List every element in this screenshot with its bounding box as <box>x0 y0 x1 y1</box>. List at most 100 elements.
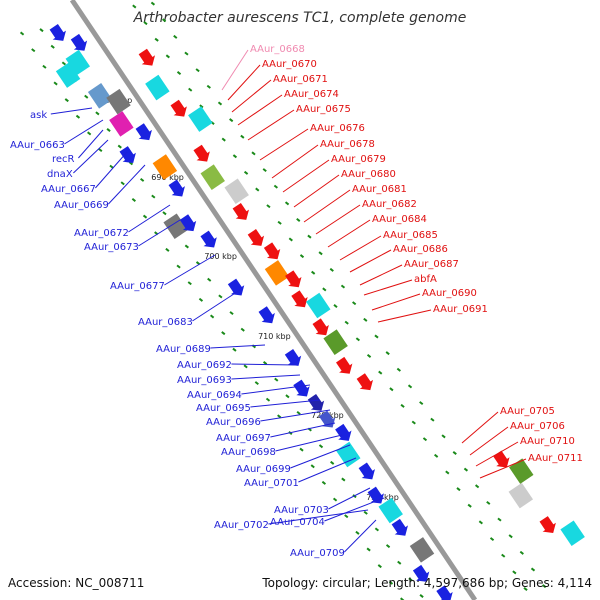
gene-arrow[interactable] <box>354 372 377 395</box>
gene-box[interactable] <box>163 213 188 240</box>
gene-box[interactable] <box>145 74 170 101</box>
gene-arrow[interactable] <box>316 409 339 432</box>
gene-arrow[interactable] <box>133 122 156 145</box>
gene-label-aaur_0692[interactable]: AAur_0692 <box>177 360 232 371</box>
gene-label-aaur_0683[interactable]: AAur_0683 <box>138 317 193 328</box>
gene-label-aaur_0697[interactable]: AAur_0697 <box>216 433 271 444</box>
gene-arrow[interactable] <box>47 22 70 45</box>
gene-box[interactable] <box>109 111 134 137</box>
gene-label-dnax[interactable]: dnaX <box>47 169 73 180</box>
track-dot <box>318 251 323 256</box>
gene-label-aaur_0706[interactable]: AAur_0706 <box>510 421 565 432</box>
gene-arrow[interactable] <box>282 347 305 370</box>
gene-label-aaur_0686[interactable]: AAur_0686 <box>393 244 448 255</box>
gene-arrow[interactable] <box>283 269 306 292</box>
gene-label-aaur_0663[interactable]: AAur_0663 <box>10 140 65 151</box>
gene-arrow[interactable] <box>256 305 279 328</box>
gene-label-aaur_0676[interactable]: AAur_0676 <box>310 123 365 134</box>
gene-arrow[interactable] <box>168 98 191 121</box>
gene-label-aaur_0703[interactable]: AAur_0703 <box>274 505 329 516</box>
gene-box[interactable] <box>87 83 113 109</box>
gene-box[interactable] <box>188 106 213 132</box>
gene-label-aaur_0694[interactable]: AAur_0694 <box>187 390 242 401</box>
gene-label-aaur_0695[interactable]: AAur_0695 <box>196 403 251 414</box>
gene-label-aaur_0673[interactable]: AAur_0673 <box>84 242 139 253</box>
gene-arrow[interactable] <box>191 143 214 166</box>
gene-label-aaur_0669[interactable]: AAur_0669 <box>54 200 109 211</box>
gene-label-aaur_0667[interactable]: AAur_0667 <box>41 184 96 195</box>
gene-label-aaur_0682[interactable]: AAur_0682 <box>362 199 417 210</box>
gene-label-aaur_0668[interactable]: AAur_0668 <box>250 44 305 55</box>
gene-arrow[interactable] <box>434 584 457 600</box>
gene-label-aaur_0698[interactable]: AAur_0698 <box>221 447 276 458</box>
gene-label-aaur_0674[interactable]: AAur_0674 <box>284 89 339 100</box>
gene-label-aaur_0701[interactable]: AAur_0701 <box>244 478 299 489</box>
gene-box[interactable] <box>378 497 403 524</box>
gene-arrow[interactable] <box>261 241 284 264</box>
gene-arrow[interactable] <box>117 144 140 167</box>
gene-label-aaur_0696[interactable]: AAur_0696 <box>206 417 261 428</box>
gene-arrow[interactable] <box>491 449 514 472</box>
gene-label-abfa[interactable]: abfA <box>414 274 437 285</box>
gene-box[interactable] <box>264 260 290 286</box>
gene-label-aaur_0687[interactable]: AAur_0687 <box>404 259 459 270</box>
gene-box[interactable] <box>508 482 534 509</box>
gene-box[interactable] <box>200 164 225 190</box>
gene-label-aaur_0670[interactable]: AAur_0670 <box>262 59 317 70</box>
gene-arrow[interactable] <box>177 213 200 236</box>
gene-arrow[interactable] <box>356 461 379 484</box>
gene-label-aaur_0677[interactable]: AAur_0677 <box>110 281 165 292</box>
gene-label-aaur_0684[interactable]: AAur_0684 <box>372 214 427 225</box>
gene-arrow[interactable] <box>166 178 189 201</box>
gene-label-aaur_0691[interactable]: AAur_0691 <box>433 304 488 315</box>
gene-label-aaur_0709[interactable]: AAur_0709 <box>290 548 345 559</box>
gene-arrow[interactable] <box>291 378 314 401</box>
gene-arrow[interactable] <box>136 47 159 70</box>
gene-label-aaur_0693[interactable]: AAur_0693 <box>177 375 232 386</box>
gene-label-aaur_0699[interactable]: AAur_0699 <box>236 464 291 475</box>
gene-label-aaur_0689[interactable]: AAur_0689 <box>156 344 211 355</box>
gene-box[interactable] <box>323 329 348 355</box>
gene-box[interactable] <box>306 292 331 319</box>
gene-arrow[interactable] <box>334 355 357 378</box>
gene-label-recr[interactable]: recR <box>52 154 75 165</box>
gene-arrow[interactable] <box>389 517 412 540</box>
track-dot <box>61 61 67 66</box>
track-dot <box>363 317 368 322</box>
gene-label-aaur_0711[interactable]: AAur_0711 <box>528 453 583 464</box>
gene-arrow[interactable] <box>245 227 268 250</box>
gene-arrow[interactable] <box>230 201 253 224</box>
gene-label-aaur_0685[interactable]: AAur_0685 <box>383 230 438 241</box>
gene-label-aaur_0705[interactable]: AAur_0705 <box>500 406 555 417</box>
gene-box[interactable] <box>65 49 91 76</box>
gene-label-aaur_0710[interactable]: AAur_0710 <box>520 436 575 447</box>
gene-label-aaur_0678[interactable]: AAur_0678 <box>320 139 375 150</box>
gene-box[interactable] <box>106 88 131 115</box>
gene-arrow[interactable] <box>410 563 433 586</box>
gene-arrow[interactable] <box>289 289 312 312</box>
gene-arrow[interactable] <box>68 32 91 55</box>
gene-box[interactable] <box>560 520 585 546</box>
gene-arrow[interactable] <box>310 317 333 340</box>
gene-box[interactable] <box>152 154 178 180</box>
track-dot <box>150 1 156 6</box>
gene-label-aaur_0704[interactable]: AAur_0704 <box>270 517 325 528</box>
gene-box[interactable] <box>55 62 81 88</box>
gene-box[interactable] <box>224 178 249 205</box>
gene-arrow[interactable] <box>333 422 356 445</box>
gene-arrow[interactable] <box>305 392 328 415</box>
gene-arrow[interactable] <box>537 514 560 537</box>
gene-label-aaur_0690[interactable]: AAur_0690 <box>422 288 477 299</box>
gene-box[interactable] <box>409 537 435 563</box>
gene-box[interactable] <box>509 458 534 484</box>
gene-arrow[interactable] <box>198 229 221 252</box>
gene-label-aaur_0680[interactable]: AAur_0680 <box>341 169 396 180</box>
gene-label-aaur_0679[interactable]: AAur_0679 <box>331 154 386 165</box>
gene-arrow[interactable] <box>225 277 248 300</box>
gene-label-aaur_0702[interactable]: AAur_0702 <box>214 520 269 531</box>
gene-label-aaur_0671[interactable]: AAur_0671 <box>273 74 328 85</box>
gene-label-aaur_0672[interactable]: AAur_0672 <box>74 228 129 239</box>
gene-label-aaur_0675[interactable]: AAur_0675 <box>296 104 351 115</box>
gene-label-ask[interactable]: ask <box>30 110 47 121</box>
gene-label-aaur_0681[interactable]: AAur_0681 <box>352 184 407 195</box>
